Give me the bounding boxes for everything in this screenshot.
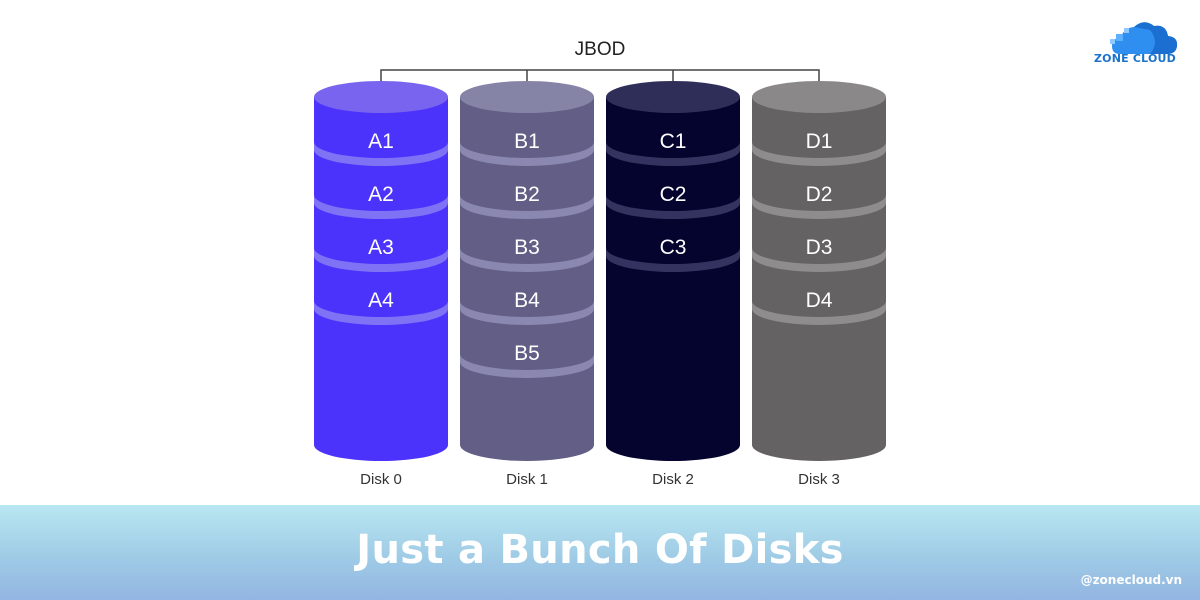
disk-name: Disk 3 [798, 471, 840, 488]
disk-separator [460, 142, 594, 166]
disk-name: Disk 1 [506, 471, 548, 488]
title-banner [0, 505, 1200, 600]
block-label: C2 [660, 183, 687, 206]
disk-separator [752, 301, 886, 325]
disk-body [606, 97, 740, 461]
disk-separator [606, 248, 740, 272]
block-label: D1 [806, 130, 833, 153]
disk-separator [460, 301, 594, 325]
social-handle: @zonecloud.vn [1080, 573, 1182, 587]
disk-separator [460, 195, 594, 219]
disk-top [314, 81, 448, 113]
logo-text: ZONE CLOUD [1094, 52, 1176, 65]
block-label: C1 [660, 130, 687, 153]
block-label: D4 [806, 289, 833, 312]
disk-separator [752, 142, 886, 166]
block-label: B2 [514, 183, 540, 206]
disk-separator [606, 195, 740, 219]
disk-body [314, 97, 448, 461]
block-label: B1 [514, 130, 540, 153]
disk-separator [460, 354, 594, 378]
block-label: A1 [368, 130, 394, 153]
banner-title: Just a Bunch Of Disks [356, 527, 844, 573]
disk-body [752, 97, 886, 461]
disk-separator [314, 248, 448, 272]
disk-name: Disk 0 [360, 471, 402, 488]
block-label: B3 [514, 236, 540, 259]
block-label: B4 [514, 289, 540, 312]
block-label: D2 [806, 183, 833, 206]
block-label: A4 [368, 289, 394, 312]
block-label: D3 [806, 236, 833, 259]
disk-separator [314, 301, 448, 325]
disk-separator [752, 248, 886, 272]
block-label: B5 [514, 342, 540, 365]
disk-separator [606, 142, 740, 166]
jbod-label: JBOD [575, 39, 626, 60]
disk-separator [752, 195, 886, 219]
disk-top [460, 81, 594, 113]
disk-separator [314, 142, 448, 166]
disk-top [606, 81, 740, 113]
disk-separator [460, 248, 594, 272]
cloud-logo-icon [1110, 22, 1178, 54]
disk-top [752, 81, 886, 113]
block-label: A3 [368, 236, 394, 259]
block-label: A2 [368, 183, 394, 206]
block-label: C3 [660, 236, 687, 259]
disk-separator [314, 195, 448, 219]
disk-name: Disk 2 [652, 471, 694, 488]
